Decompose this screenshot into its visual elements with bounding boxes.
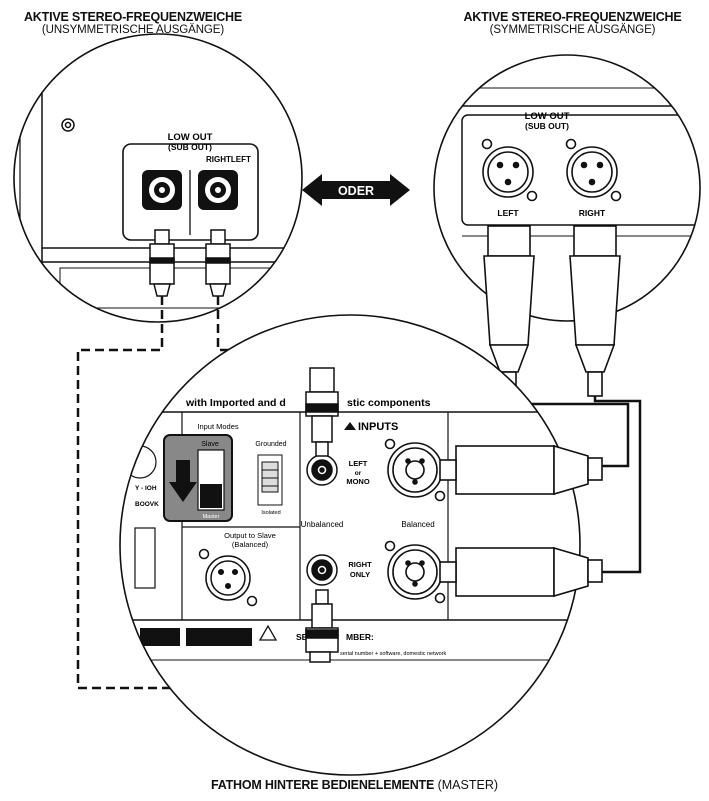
right-label: RIGHT [579, 208, 606, 218]
master-label: Master [203, 514, 220, 520]
low-out-label-left: LOW OUT [168, 132, 213, 143]
rca-input-left [306, 454, 338, 486]
header-right-subtitle: (SYMMETRISCHE AUSGÄNGE) [489, 24, 656, 37]
inputs-label: INPUTS [358, 421, 398, 433]
left-mono-3: MONO [346, 477, 369, 486]
sub-out-label-right: (SUB OUT) [525, 121, 569, 131]
banner-end: stic components [347, 397, 431, 409]
xlr-output-slave [198, 548, 258, 607]
header-left: AKTIVE STEREO-FREQUENZWEICHE (UNSYMMETRI… [8, 10, 258, 38]
output-slave-balanced: (Balanced) [232, 540, 269, 549]
xlr-jack-left [481, 138, 538, 202]
svg-text:Y - IOH: Y - IOH [135, 485, 157, 492]
serial-number-start: SE [296, 632, 308, 642]
zoom-circle-right [433, 54, 701, 322]
rca-plug-panel-top [305, 367, 339, 457]
crossover-balanced: LOW OUT (SUB OUT) LEFT RIGHT [433, 54, 701, 397]
low-out-frame [122, 143, 259, 241]
header-left-title: AKTIVE STEREO-FREQUENZWEICHE [23, 10, 243, 24]
left-label: LEFT [497, 208, 519, 218]
cable-xlr-right [593, 396, 642, 574]
xlr-plug-right [569, 225, 621, 397]
down-arrow-icon [169, 460, 197, 502]
xlr-jack-right [565, 138, 622, 202]
left-mono-1: LEFT [349, 459, 368, 468]
sub-out-label-left: (SUB OUT) [168, 142, 212, 152]
crossover-unbalanced: LOW OUT (SUB OUT) RIGHTLEFT [13, 33, 303, 323]
rca-plug-right [149, 229, 175, 297]
zoom-circle-bottom [119, 314, 581, 776]
inputs-arrow-icon [344, 422, 356, 430]
left-mono-2: or [355, 470, 362, 477]
right-only-2: ONLY [350, 570, 370, 579]
chassis-panel-right [461, 114, 700, 226]
svg-text:BOOVK: BOOVK [135, 501, 159, 508]
low-out-label-right: LOW OUT [525, 111, 570, 122]
footer-bold: FATHOM HINTERE BEDIENELEMENTE [210, 778, 435, 792]
output-slave-label: Output to Slave [224, 531, 276, 540]
balanced-label: Balanced [401, 520, 434, 529]
screw-icon [61, 118, 75, 132]
rca-input-right [306, 554, 338, 586]
header-right: AKTIVE STEREO-FREQUENZWEICHE (SYMMETRISC… [440, 10, 705, 38]
banner-start: with Imported and d [185, 397, 286, 409]
right-left-label: RIGHTLEFT [206, 155, 251, 164]
serial-number-end: MBER: [346, 632, 374, 642]
input-modes-label: Input Modes [197, 422, 239, 431]
slave-label: Slave [201, 441, 219, 448]
fathom-rear-panel: Y - IOH BOOVK Input Modes Slave Master G… [119, 314, 603, 776]
unbalanced-label: Unbalanced [301, 520, 344, 529]
oder-arrow: ODER [302, 174, 410, 206]
footer-normal: (MASTER) [434, 778, 499, 792]
isolated-label: Isolated [261, 510, 280, 516]
right-only-1: RIGHT [348, 560, 372, 569]
oder-label: ODER [338, 184, 374, 198]
footer-caption: FATHOM HINTERE BEDIENELEMENTE (MASTER) [0, 778, 709, 792]
grounded-label: Grounded [255, 441, 286, 448]
rca-jack-left [198, 170, 238, 210]
rca-plug-left [205, 229, 231, 297]
header-left-subtitle: (UNSYMMETRISCHE AUSGÄNGE) [41, 24, 225, 37]
header-right-title: AKTIVE STEREO-FREQUENZWEICHE [463, 10, 682, 24]
rca-plug-panel-bottom [305, 589, 339, 663]
xlr-plug-panel-top [439, 444, 603, 496]
rca-jack-right [142, 170, 182, 210]
serial-fine-print: serial number + software, domestic netwo… [340, 651, 446, 657]
xlr-plug-panel-bottom [439, 546, 603, 598]
